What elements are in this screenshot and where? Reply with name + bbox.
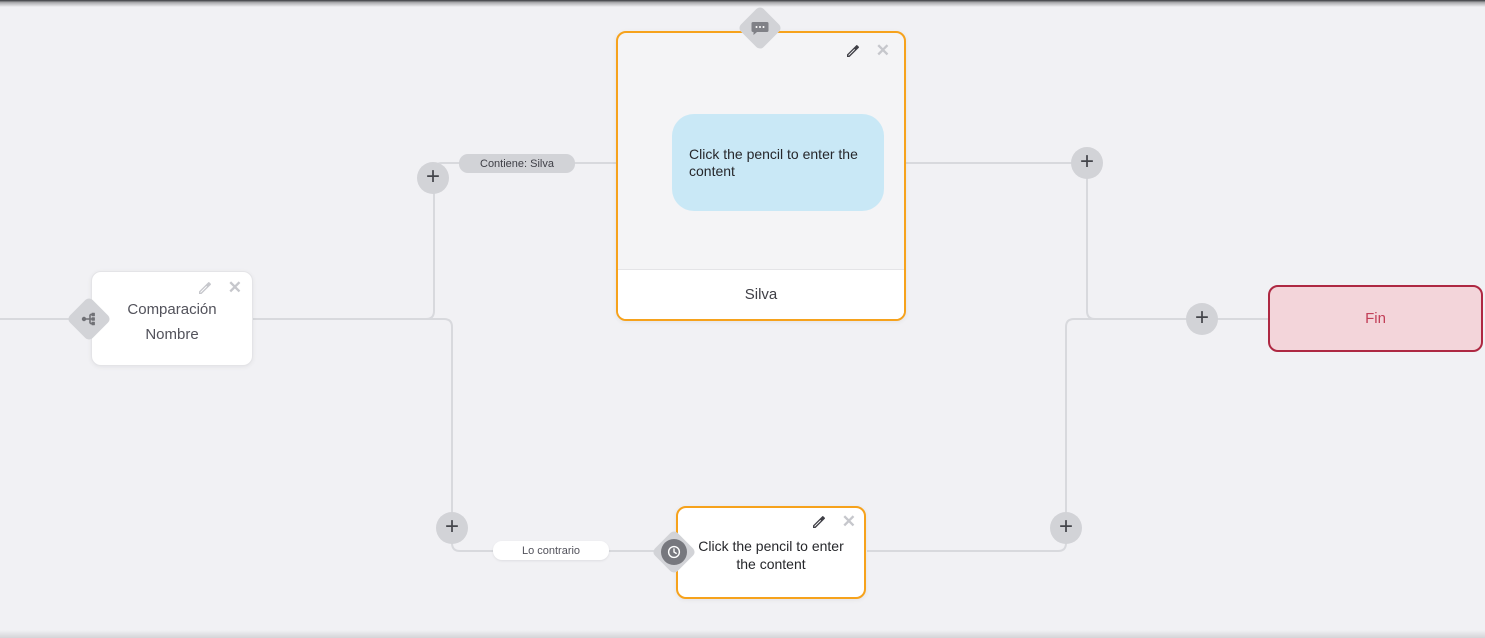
- add-node-button[interactable]: +: [1050, 512, 1082, 544]
- message-bubble: Click the pencil to enter the content: [672, 114, 884, 211]
- add-node-button[interactable]: +: [1186, 303, 1218, 335]
- add-node-button[interactable]: +: [417, 162, 449, 194]
- pencil-icon[interactable]: [811, 514, 827, 530]
- plus-icon: +: [444, 513, 459, 540]
- condition-node-subtitle: Nombre: [145, 326, 199, 343]
- plus-icon: +: [1079, 148, 1094, 175]
- edge-wait-to-end: [867, 318, 1270, 552]
- add-node-button[interactable]: +: [436, 512, 468, 544]
- edge-message-to-end: [904, 162, 1270, 320]
- add-node-button[interactable]: +: [1071, 147, 1103, 179]
- edge-condition-to-wait: [253, 318, 660, 552]
- message-node[interactable]: ✕ Click the pencil to enter the content …: [616, 31, 906, 321]
- plus-icon: +: [1058, 513, 1073, 540]
- wait-node-text: Click the pencil to enter the content: [698, 538, 844, 572]
- close-icon[interactable]: ✕: [841, 512, 856, 531]
- plus-icon: +: [425, 163, 440, 190]
- close-icon[interactable]: ✕: [227, 278, 242, 297]
- plus-icon: +: [1194, 304, 1209, 331]
- edge-label-condition-false: Lo contrario: [493, 541, 609, 560]
- chat-icon: [751, 21, 769, 36]
- condition-node[interactable]: ✕ Comparación Nombre: [91, 271, 253, 366]
- message-node-variable: Silva: [744, 286, 778, 303]
- edge-label-text: Lo contrario: [521, 544, 581, 557]
- branch-icon: [81, 311, 97, 327]
- edge-label-condition-true: Contiene: Silva: [459, 154, 575, 173]
- condition-node-title: Comparación: [127, 301, 217, 318]
- message-node-footer: Silva: [618, 269, 904, 319]
- pencil-icon[interactable]: [197, 280, 213, 296]
- message-bubble-text: Click the pencil to enter the content: [689, 145, 858, 179]
- clock-icon: [661, 539, 687, 565]
- edge-label-text: Contiene: Silva: [480, 157, 554, 170]
- end-node[interactable]: Fin: [1268, 285, 1483, 352]
- end-node-label: Fin: [1365, 310, 1386, 327]
- wait-node[interactable]: ✕ Click the pencil to enter the content: [676, 506, 866, 599]
- pencil-icon[interactable]: [845, 43, 861, 59]
- close-icon[interactable]: ✕: [875, 41, 890, 60]
